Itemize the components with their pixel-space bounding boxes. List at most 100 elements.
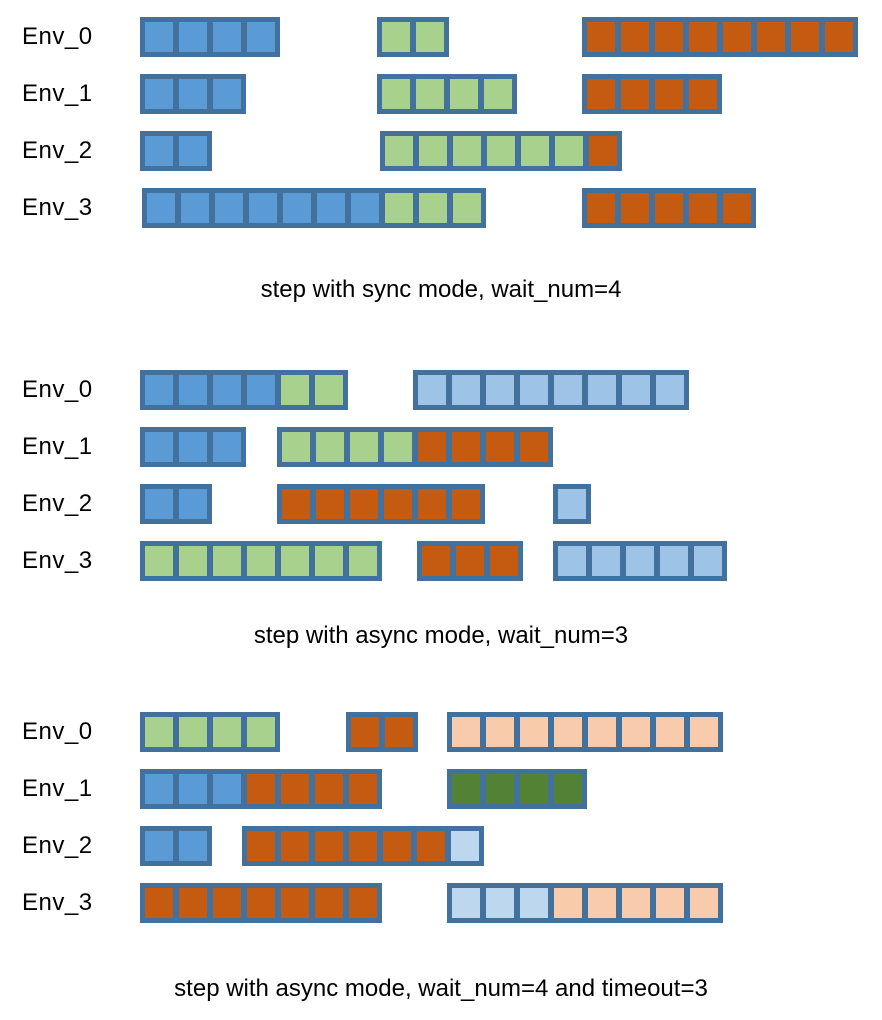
step-cell-blue bbox=[145, 79, 173, 109]
step-bar bbox=[447, 883, 723, 923]
env-row: Env_0 bbox=[0, 712, 882, 752]
env-label: Env_0 bbox=[22, 376, 93, 403]
step-cell-green bbox=[487, 136, 515, 166]
step-cell-orange bbox=[520, 432, 548, 462]
step-cell-green bbox=[145, 546, 173, 576]
step-cell-peach bbox=[554, 888, 582, 918]
step-cell-light_blue bbox=[626, 546, 654, 576]
step-cell-orange bbox=[689, 193, 717, 223]
step-bar bbox=[380, 131, 622, 171]
step-cell-light_blue bbox=[588, 375, 616, 405]
step-cell-blue bbox=[179, 432, 207, 462]
step-cell-pale_blue bbox=[486, 888, 514, 918]
step-cell-orange bbox=[621, 22, 649, 52]
step-bar bbox=[140, 17, 280, 57]
step-cell-orange bbox=[385, 717, 413, 747]
step-bar bbox=[417, 541, 523, 581]
step-cell-orange bbox=[281, 831, 309, 861]
step-cell-light_blue bbox=[558, 489, 586, 519]
step-cell-orange bbox=[282, 489, 310, 519]
step-cell-orange bbox=[349, 888, 377, 918]
step-cell-green bbox=[384, 432, 412, 462]
step-cell-orange bbox=[452, 432, 480, 462]
step-cell-green bbox=[247, 546, 275, 576]
env-label: Env_3 bbox=[22, 547, 93, 574]
step-cell-orange bbox=[587, 22, 615, 52]
step-cell-peach bbox=[554, 717, 582, 747]
step-cell-peach bbox=[656, 888, 684, 918]
step-cell-orange bbox=[247, 831, 275, 861]
step-cell-orange bbox=[791, 22, 819, 52]
step-cell-blue bbox=[213, 774, 241, 804]
step-cell-green bbox=[350, 432, 378, 462]
step-cell-blue bbox=[213, 79, 241, 109]
step-cell-blue bbox=[145, 22, 173, 52]
step-cell-orange bbox=[621, 79, 649, 109]
step-cell-blue bbox=[145, 774, 173, 804]
step-cell-green bbox=[385, 136, 413, 166]
step-bar bbox=[140, 769, 382, 809]
step-cell-peach bbox=[690, 717, 718, 747]
step-cell-green bbox=[521, 136, 549, 166]
step-bar bbox=[140, 484, 212, 524]
step-cell-orange bbox=[281, 888, 309, 918]
step-bar bbox=[277, 484, 485, 524]
step-bar bbox=[277, 427, 553, 467]
step-cell-blue bbox=[145, 831, 173, 861]
step-cell-orange bbox=[655, 193, 683, 223]
step-cell-light_blue bbox=[554, 375, 582, 405]
step-cell-dark_green bbox=[486, 774, 514, 804]
step-cell-dark_green bbox=[520, 774, 548, 804]
step-cell-light_blue bbox=[486, 375, 514, 405]
step-cell-orange bbox=[486, 432, 514, 462]
step-bar bbox=[242, 826, 484, 866]
step-cell-orange bbox=[689, 79, 717, 109]
step-cell-peach bbox=[622, 717, 650, 747]
step-cell-dark_green bbox=[452, 774, 480, 804]
step-cell-orange bbox=[418, 432, 446, 462]
step-cell-peach bbox=[622, 888, 650, 918]
step-bar bbox=[447, 712, 723, 752]
step-bar bbox=[140, 74, 246, 114]
step-cell-green bbox=[453, 193, 481, 223]
step-cell-peach bbox=[452, 717, 480, 747]
step-cell-green bbox=[315, 546, 343, 576]
step-cell-blue bbox=[179, 831, 207, 861]
env-row: Env_2 bbox=[0, 826, 882, 866]
step-cell-orange bbox=[825, 22, 853, 52]
step-cell-blue bbox=[283, 193, 311, 223]
step-cell-orange bbox=[315, 888, 343, 918]
step-bar bbox=[346, 712, 418, 752]
step-cell-blue bbox=[179, 489, 207, 519]
step-cell-green bbox=[416, 79, 444, 109]
step-cell-green bbox=[145, 717, 173, 747]
env-label: Env_1 bbox=[22, 433, 93, 460]
step-cell-light_blue bbox=[418, 375, 446, 405]
env-label: Env_2 bbox=[22, 832, 93, 859]
env-label: Env_1 bbox=[22, 80, 93, 107]
step-cell-orange bbox=[689, 22, 717, 52]
step-cell-orange bbox=[417, 831, 445, 861]
step-bar bbox=[377, 17, 449, 57]
step-cell-peach bbox=[656, 717, 684, 747]
step-cell-peach bbox=[588, 888, 616, 918]
env-row: Env_1 bbox=[0, 74, 882, 114]
env-label: Env_1 bbox=[22, 775, 93, 802]
step-cell-orange bbox=[281, 774, 309, 804]
step-cell-green bbox=[281, 375, 309, 405]
step-cell-green bbox=[282, 432, 310, 462]
step-cell-green bbox=[179, 546, 207, 576]
step-cell-blue bbox=[215, 193, 243, 223]
step-bar bbox=[553, 484, 591, 524]
step-bar bbox=[582, 188, 756, 228]
step-cell-green bbox=[453, 136, 481, 166]
step-cell-green bbox=[316, 432, 344, 462]
env-row: Env_3 bbox=[0, 541, 882, 581]
step-cell-light_blue bbox=[694, 546, 722, 576]
env-row: Env_1 bbox=[0, 427, 882, 467]
step-cell-orange bbox=[315, 774, 343, 804]
